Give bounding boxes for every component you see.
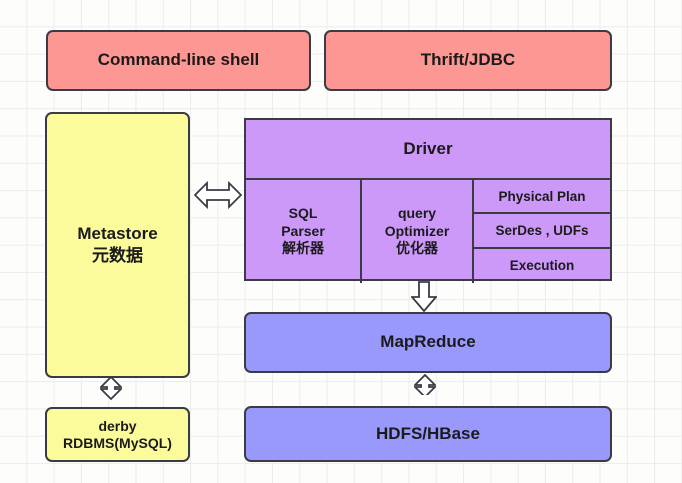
node-label: Thrift/JDBC — [420, 50, 516, 70]
node-label-line2: RDBMS(MySQL) — [63, 434, 172, 451]
node-execution[interactable]: Execution — [509, 258, 575, 274]
arrow-metastore-driver-icon — [194, 180, 242, 210]
driver-right-column: Physical Plan SerDes , UDFs Execution — [474, 180, 610, 283]
sql-parser-line1: SQL — [288, 205, 318, 222]
node-label-en: Metastore — [77, 223, 158, 243]
node-label: Command-line shell — [97, 50, 260, 70]
sql-parser-line2: Parser — [281, 222, 325, 239]
node-label-zh: 元数据 — [92, 246, 143, 265]
driver-title: Driver — [246, 120, 610, 180]
node-label: HDFS/HBase — [376, 423, 480, 443]
query-optimizer-line1: query — [397, 205, 437, 222]
node-hdfs-hbase[interactable]: HDFS/HBase — [244, 406, 612, 462]
node-metastore[interactable]: Metastore 元数据 — [45, 112, 190, 378]
node-label-line1: derby — [98, 417, 137, 434]
node-query-optimizer[interactable]: query Optimizer 优化器 — [362, 180, 474, 283]
node-mapreduce[interactable]: MapReduce — [244, 312, 612, 373]
node-driver-group[interactable]: Driver SQL Parser 解析器 query Optimizer 优化… — [244, 118, 612, 283]
node-physical-plan[interactable]: Physical Plan — [474, 180, 610, 215]
node-serdes-udfs[interactable]: SerDes , UDFs — [474, 214, 610, 249]
node-label: MapReduce — [380, 332, 476, 352]
node-sql-parser[interactable]: SQL Parser 解析器 — [246, 180, 362, 283]
node-command-line-shell[interactable]: Command-line shell — [46, 30, 311, 91]
sql-parser-line3: 解析器 — [282, 240, 324, 257]
arrow-mapreduce-hdfs-icon — [414, 374, 436, 404]
node-thrift-jdbc[interactable]: Thrift/JDBC — [324, 30, 612, 91]
query-optimizer-line3: 优化器 — [396, 240, 438, 257]
node-derby-rdbms[interactable]: derby RDBMS(MySQL) — [45, 407, 190, 462]
arrow-driver-mapreduce-icon — [411, 281, 437, 312]
query-optimizer-line2: Optimizer — [384, 222, 450, 239]
arrow-metastore-derby-icon — [100, 376, 122, 401]
